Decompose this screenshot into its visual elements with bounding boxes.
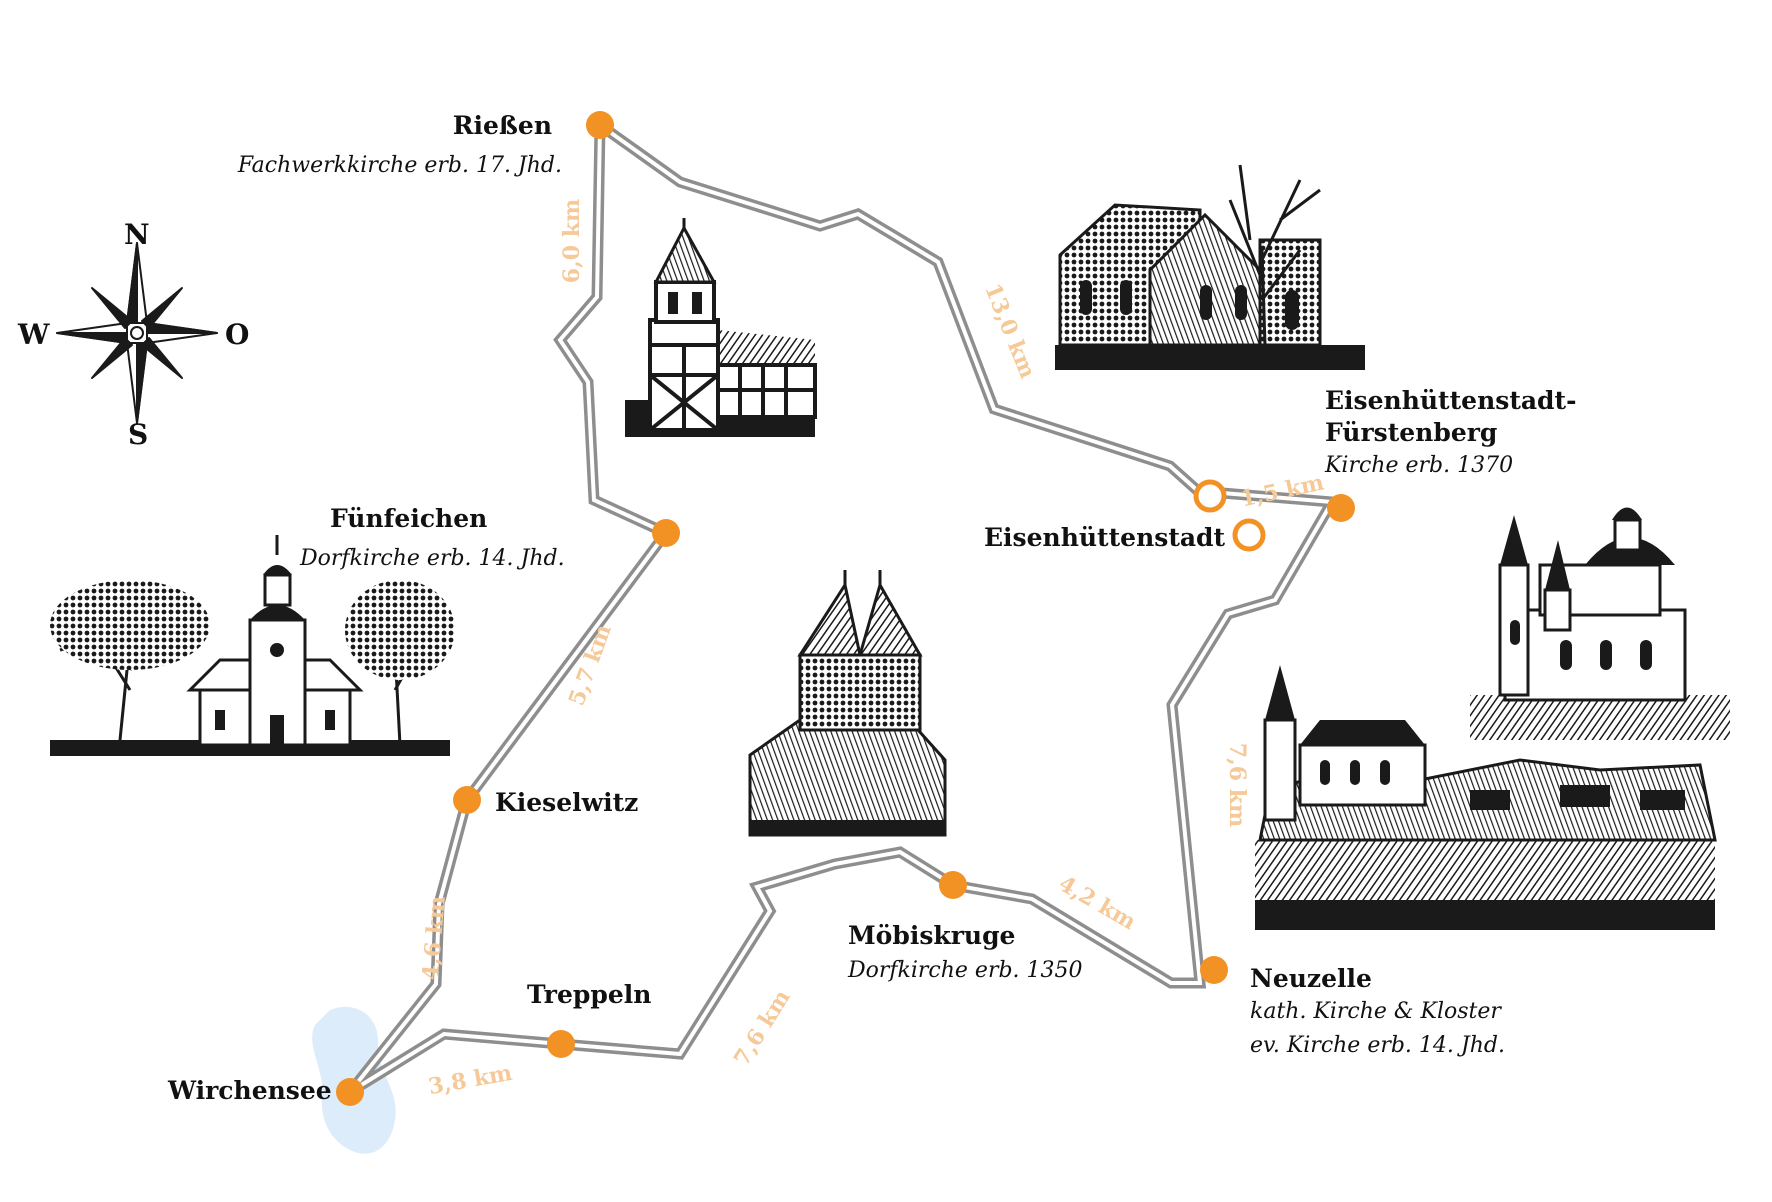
compass-north-label: N [124, 218, 150, 251]
half-timbered-church [625, 218, 817, 437]
fuenfeichen-village-church [50, 535, 455, 756]
neuzelle-town [1255, 665, 1717, 930]
label-wirchensee: Wirchensee [168, 1076, 332, 1105]
compass-east-label: O [225, 318, 250, 351]
riessen-stone-church [1055, 164, 1365, 370]
fortified-church-tower [748, 570, 947, 837]
marker-fuerstenberg[interactable] [1327, 494, 1355, 522]
location-markers [336, 111, 1355, 1106]
distance-riessen-fuenfeichen: 6,0 km [559, 198, 586, 284]
label-kieselwitz: Kieselwitz [495, 788, 639, 817]
desc-neuzelle-1: kath. Kirche & Kloster [1250, 999, 1501, 1024]
marker-wirchensee[interactable] [336, 1078, 364, 1106]
desc-riessen: Fachwerkkirche erb. 17. Jhd. [237, 153, 562, 178]
marker-eisenhuettenstadt-north[interactable] [1193, 479, 1227, 513]
marker-treppeln[interactable] [547, 1030, 575, 1058]
compass-south-label: S [128, 418, 149, 451]
desc-moebiskruge: Dorfkirche erb. 1350 [848, 958, 1083, 983]
desc-fuerstenberg: Kirche erb. 1370 [1325, 453, 1514, 478]
label-treppeln: Treppeln [527, 980, 652, 1009]
marker-neuzelle[interactable] [1200, 956, 1228, 984]
label-moebiskruge: Möbiskruge [848, 921, 1016, 950]
desc-neuzelle-2: ev. Kirche erb. 14. Jhd. [1250, 1033, 1505, 1058]
desc-fuenfeichen: Dorfkirche erb. 14. Jhd. [300, 546, 565, 571]
distance-neuzelle-fuerstenberg: 7,6 km [1224, 742, 1251, 828]
label-fuerstenberg-2: Fürstenberg [1325, 418, 1498, 447]
compass-rose-icon [56, 242, 218, 424]
label-eisenhuettenstadt: Eisenhüttenstadt [984, 523, 1226, 552]
marker-eisenhuettenstadt-south[interactable] [1232, 518, 1266, 552]
marker-kieselwitz[interactable] [453, 786, 481, 814]
route-line [345, 120, 1342, 1097]
marker-riessen[interactable] [586, 111, 614, 139]
label-neuzelle: Neuzelle [1250, 964, 1372, 993]
label-riessen: Rießen [452, 111, 552, 140]
label-fuerstenberg-1: Eisenhüttenstadt- [1325, 386, 1577, 415]
label-fuenfeichen: Fünfeichen [330, 504, 488, 533]
compass-west-label: W [18, 318, 50, 351]
marker-moebiskruge[interactable] [939, 871, 967, 899]
route-inner [348, 123, 1336, 1094]
baroque-church [1470, 507, 1730, 740]
marker-fuenfeichen[interactable] [652, 519, 680, 547]
